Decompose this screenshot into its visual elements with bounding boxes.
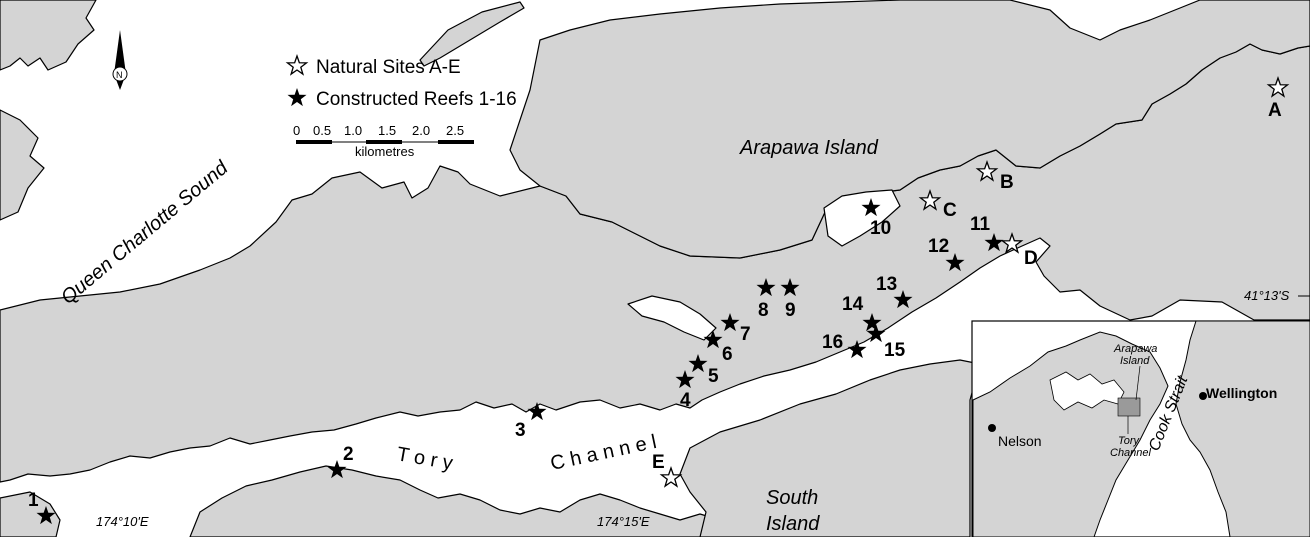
inset-land-north-island — [1175, 320, 1310, 537]
lat-label: 41°13'S — [1244, 288, 1290, 303]
reef-label-7: 7 — [740, 324, 751, 345]
legend: Natural Sites A-E Constructed Reefs 1-16 — [286, 55, 517, 110]
scale-tick-0: 0 — [293, 123, 300, 138]
reef-label-12: 12 — [928, 236, 949, 257]
reef-label-6: 6 — [722, 344, 733, 365]
scale-seg-3 — [438, 140, 474, 144]
label-tory: T o r y — [395, 443, 454, 474]
inset-nelson-dot — [988, 424, 996, 432]
reef-label-10: 10 — [870, 218, 891, 239]
inset-map: Nelson Wellington Cook Strait Arapawa Is… — [971, 320, 1310, 537]
land-northwest — [0, 0, 97, 71]
land-arapawa — [509, 0, 1310, 259]
inset-land-south-island — [972, 331, 1169, 537]
reef-label-4: 4 — [680, 390, 691, 411]
inset-arapawa-label-2: Island — [1120, 355, 1150, 367]
inset-wellington-label: Wellington — [1206, 385, 1277, 401]
scale-unit: kilometres — [355, 144, 415, 159]
scale-seg-1 — [296, 140, 332, 144]
lon-label-1: 174°10'E — [96, 514, 149, 529]
label-channel: C h a n n e l — [548, 431, 658, 475]
scale-tick-5: 2.5 — [446, 123, 464, 138]
inset-tory-label-1: Tory — [1118, 435, 1140, 447]
north-label: N — [116, 70, 123, 80]
natural-site-label-e: E — [652, 452, 665, 473]
reef-labels: 1 2 3 4 5 6 7 8 9 10 11 12 13 14 15 16 — [28, 214, 991, 511]
land-southwest — [189, 465, 761, 537]
reef-label-11: 11 — [970, 214, 991, 235]
land-top-islet — [419, 1, 525, 67]
scale-bar: 0 0.5 1.0 1.5 2.0 2.5 kilometres — [293, 123, 474, 159]
label-south: South — [766, 487, 818, 509]
natural-site-label-d: D — [1024, 248, 1038, 269]
land-sw-corner — [0, 491, 61, 537]
inset-wellington-dot — [1199, 392, 1207, 400]
natural-site-label-c: C — [943, 200, 957, 221]
scale-tick-4: 2.0 — [412, 123, 430, 138]
reef-label-14: 14 — [842, 294, 864, 315]
reef-label-3: 3 — [515, 420, 526, 441]
label-arapawa-island: Arapawa Island — [739, 137, 879, 159]
legend-filled-star-icon — [287, 88, 307, 107]
scale-tick-3: 1.5 — [378, 123, 396, 138]
north-arrow-icon: N — [112, 30, 128, 90]
legend-natural-label: Natural Sites A-E — [316, 57, 461, 78]
natural-site-label-a: A — [1268, 100, 1282, 121]
reef-label-8: 8 — [758, 300, 769, 321]
natural-site-label-b: B — [1000, 172, 1014, 193]
legend-constructed-label: Constructed Reefs 1-16 — [316, 89, 517, 110]
inset-study-area-box — [1117, 397, 1141, 417]
inlet-2 — [823, 189, 901, 247]
reef-label-13: 13 — [876, 274, 897, 295]
reef-label-15: 15 — [884, 340, 906, 361]
land-west-peninsula — [0, 109, 45, 221]
scale-seg-2 — [366, 140, 402, 144]
inset-arapawa-label-1: Arapawa — [1113, 343, 1157, 355]
legend-open-star-icon — [286, 55, 308, 75]
reef-label-1: 1 — [28, 490, 39, 511]
inlet-1 — [627, 295, 717, 341]
reef-label-9: 9 — [785, 300, 796, 321]
land-south-island — [679, 359, 981, 537]
inset-tory-label-2: Channel — [1110, 447, 1152, 459]
scale-tick-1: 0.5 — [313, 123, 331, 138]
natural-site-labels: A B C D E — [652, 100, 1282, 473]
lon-label-2: 174°15'E — [597, 514, 650, 529]
reef-label-5: 5 — [708, 366, 719, 387]
scale-tick-2: 1.0 — [344, 123, 362, 138]
inset-nelson-label: Nelson — [998, 433, 1042, 449]
water-layer — [627, 189, 901, 341]
reef-label-2: 2 — [343, 444, 354, 465]
label-island: Island — [766, 513, 820, 535]
reef-label-16: 16 — [822, 332, 843, 353]
